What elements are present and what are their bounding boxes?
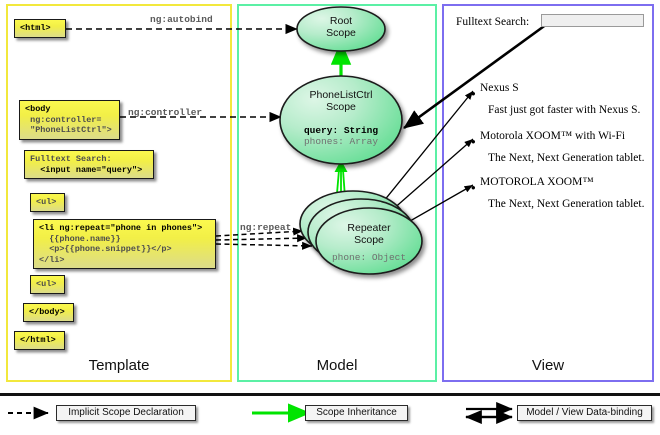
view-item-title: MOTOROLA XOOM™ bbox=[480, 176, 594, 188]
view-item-snippet: The Next, Next Generation tablet. bbox=[488, 152, 645, 164]
view-item-bullet: • bbox=[471, 134, 476, 149]
view-item-title: Motorola XOOM™ with Wi-Fi bbox=[480, 130, 626, 142]
template-box-html-open: <html> bbox=[14, 19, 66, 38]
template-box-html-close: </html> bbox=[14, 331, 65, 350]
scope-props-repeater: phone: Object bbox=[331, 252, 407, 263]
view-item-snippet: Fast just got faster with Nexus S. bbox=[488, 104, 641, 116]
scope-ellipse-root bbox=[296, 6, 386, 52]
scope-ellipse-repeater bbox=[315, 207, 423, 275]
template-box-ul-close: <ul> bbox=[30, 275, 65, 294]
legend-label-scope-inheritance: Scope Inheritance bbox=[305, 405, 408, 421]
column-label-view: View bbox=[531, 357, 565, 374]
view-item-snippet: The Next, Next Generation tablet. bbox=[488, 198, 645, 210]
column-model: Model bbox=[237, 4, 437, 382]
view-item-bullet: • bbox=[471, 86, 476, 101]
template-box-body-open: <body ng:controller= "PhoneListCtrl"> bbox=[19, 100, 120, 140]
column-label-model: Model bbox=[316, 357, 358, 374]
legend-label-implicit-scope-declaration: Implicit Scope Declaration bbox=[56, 405, 196, 421]
view-item-bullet: • bbox=[471, 180, 476, 195]
connector-ng-repeat bbox=[215, 227, 313, 250]
template-box-ul-open: <ul> bbox=[30, 193, 65, 212]
annotation-ng-repeat: ng:repeat bbox=[240, 222, 292, 233]
view-item-title: Nexus S bbox=[480, 82, 519, 94]
connector-databinding-query bbox=[403, 22, 548, 130]
legend-glyph-double bbox=[465, 401, 513, 425]
column-view: View bbox=[442, 4, 654, 382]
annotation-ng-controller: ng:controller bbox=[128, 107, 203, 118]
scope-ellipse-phonelistctrl bbox=[279, 75, 403, 165]
column-label-template: Template bbox=[88, 357, 150, 374]
template-box-body-close: </body> bbox=[23, 303, 74, 322]
template-box-li-repeat: <li ng:repeat="phone in phones"> {{phone… bbox=[33, 219, 216, 269]
annotation-ng-autobind: ng:autobind bbox=[150, 14, 213, 25]
legend-label-model-view-data-binding: Model / View Data-binding bbox=[517, 405, 652, 421]
view-search-label: Fulltext Search: bbox=[456, 16, 530, 28]
template-box-search-markup: Fulltext Search: <input name="query"> bbox=[24, 150, 154, 179]
view-search-input[interactable] bbox=[541, 14, 644, 27]
legend-divider bbox=[0, 393, 660, 396]
